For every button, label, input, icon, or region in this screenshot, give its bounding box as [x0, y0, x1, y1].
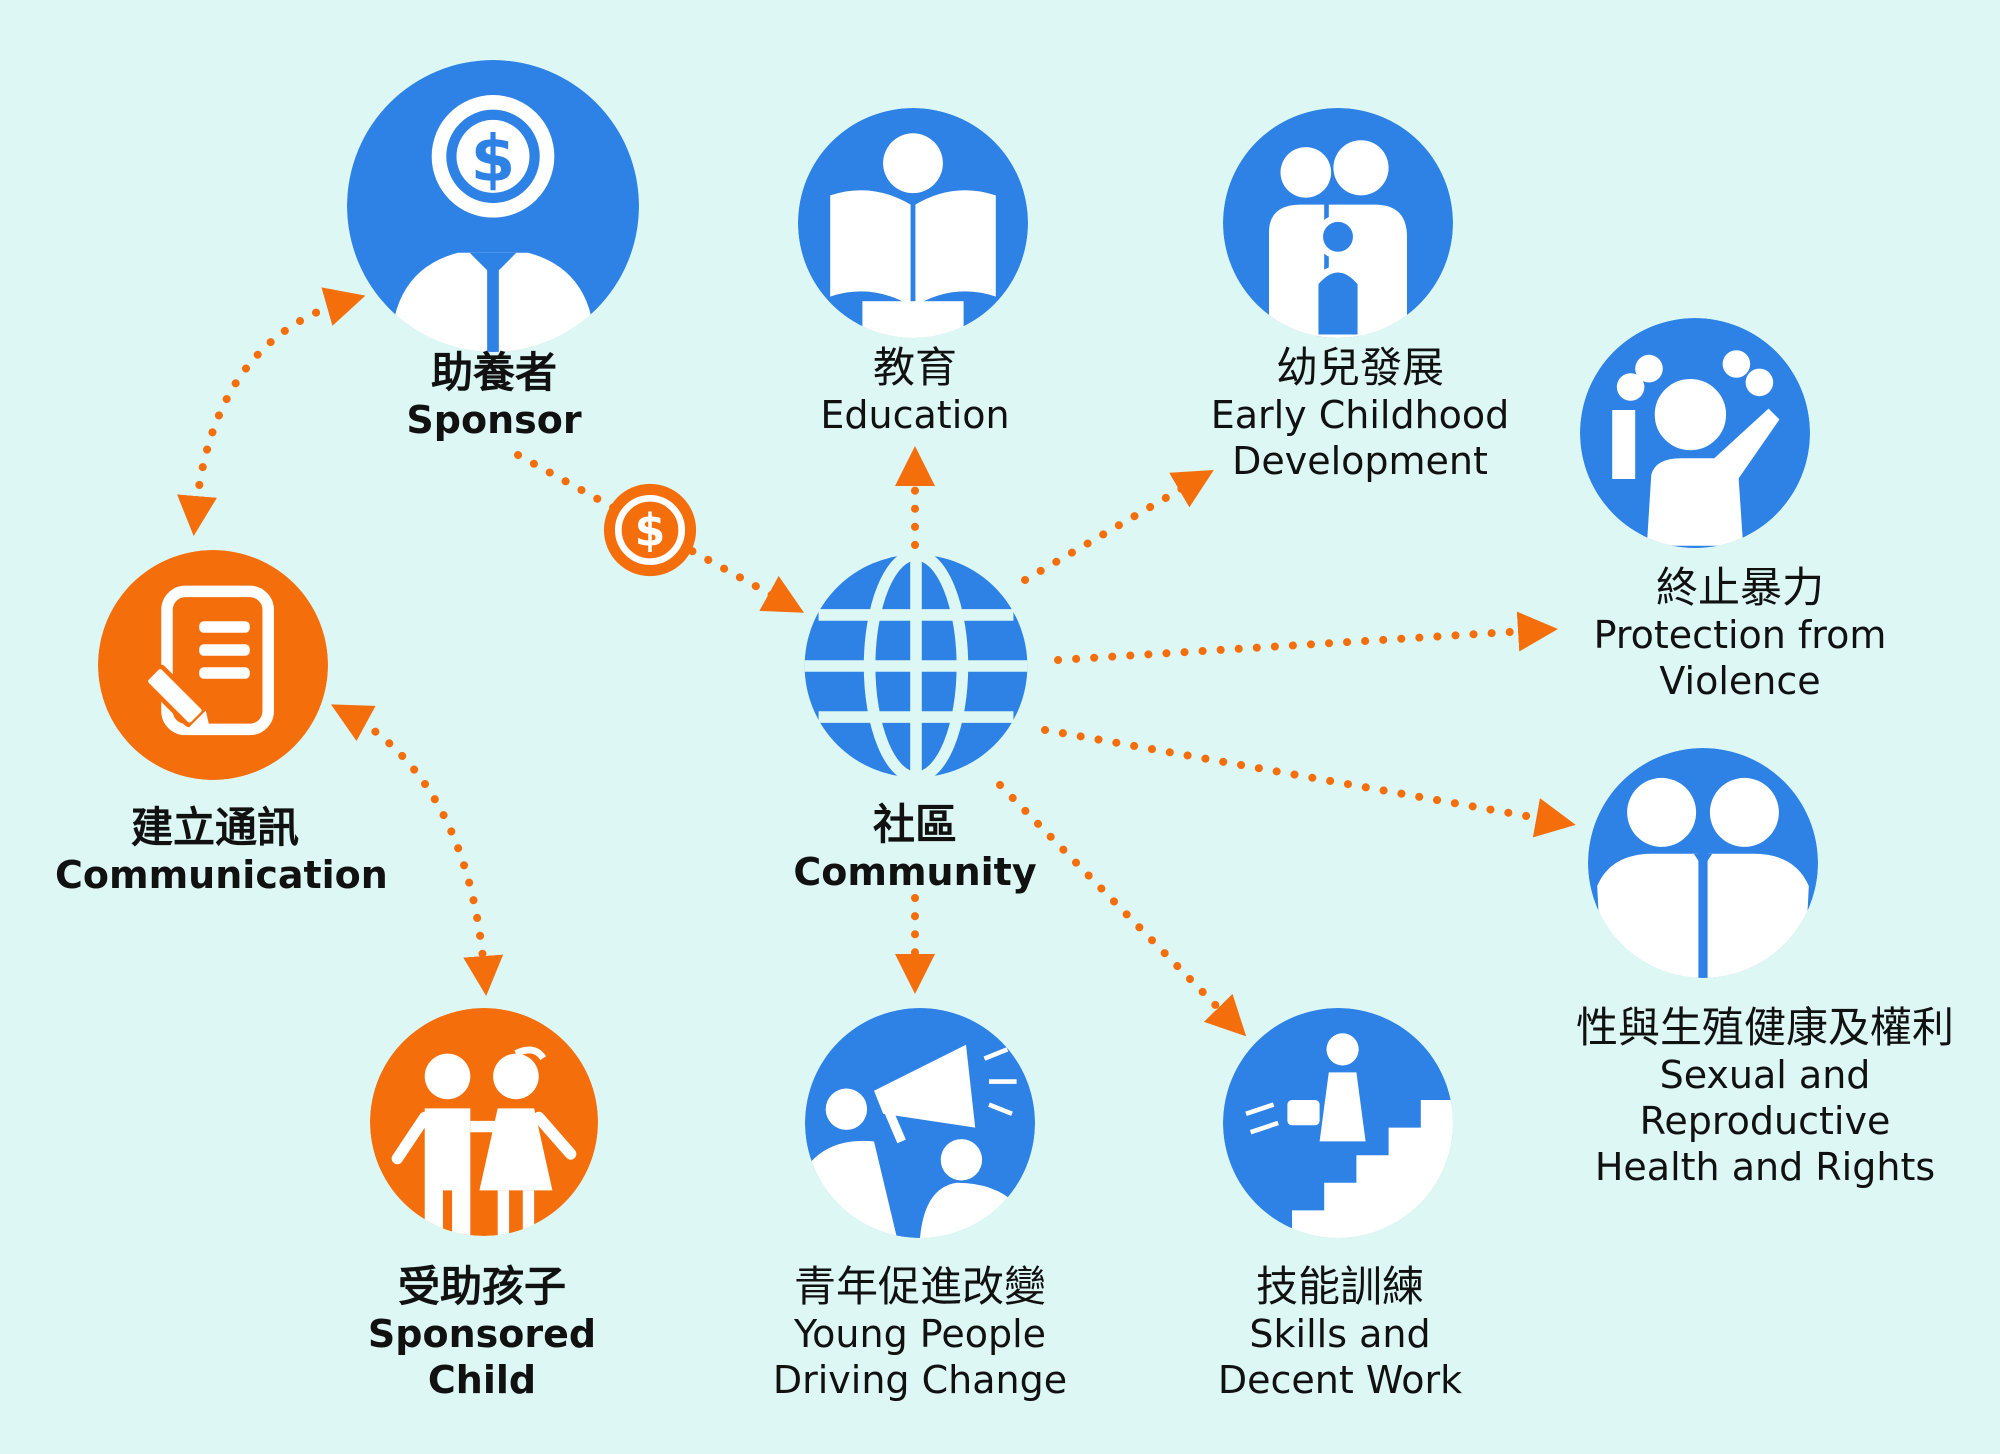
skills-label-en-1: Skills and [1249, 1312, 1431, 1357]
community-label-zh: 社區 [872, 800, 957, 849]
communication-label-zh: 建立通訊 [130, 803, 299, 852]
education-label-en: Education [820, 393, 1010, 438]
education-label-zh: 教育 [872, 343, 957, 392]
arrow-sponsor-community [514, 451, 805, 613]
violence-label-zh: 終止暴力 [1655, 563, 1824, 612]
srhr-label-zh: 性與生殖健康及權利 [1575, 1003, 1954, 1052]
srhr-label-en-1: Sexual and [1659, 1053, 1871, 1098]
srhr-label-en-2: Reproductive [1639, 1098, 1891, 1143]
ecd-label-zh: 幼兒發展 [1275, 343, 1444, 392]
sponsor-label-en: Sponsor [406, 398, 582, 443]
srhr-label-en-3: Health and Rights [1594, 1144, 1936, 1189]
sponsor-dollar-person-icon: $ [347, 60, 639, 352]
youth-label-en-2: Driving Change [772, 1357, 1068, 1402]
arrow-communication-child [330, 704, 504, 996]
two-people-icon [1588, 748, 1818, 978]
child-label-en-2: Child [427, 1357, 537, 1402]
megaphone-icon [805, 1008, 1035, 1238]
svg-text:$: $ [635, 505, 666, 556]
globe-icon [800, 550, 1032, 782]
child-label-en-1: Sponsored [367, 1312, 597, 1357]
two-children-icon [370, 1008, 598, 1236]
violence-label-en-2: Violence [1659, 658, 1821, 703]
dollar-coin-icon: $ [602, 482, 698, 578]
arrow-community-skills [996, 781, 1247, 1037]
ecd-label-en-1: Early Childhood [1210, 393, 1510, 438]
youth-label-en-1: Young People [793, 1312, 1047, 1357]
arrow-community-srhr [1041, 726, 1576, 838]
raised-hand-group-icon [1580, 318, 1810, 548]
letter-pencil-icon [98, 550, 328, 780]
arrow-community-ecd [1021, 469, 1214, 584]
reading-book-icon [798, 108, 1028, 338]
sponsor-label-zh: 助養者 [430, 348, 557, 397]
skills-label-en-2: Decent Work [1217, 1357, 1463, 1402]
svg-text:$: $ [471, 122, 516, 197]
community-label-en: Community [793, 850, 1037, 895]
family-icon [1223, 108, 1453, 338]
arrow-sponsor-communication [177, 287, 366, 536]
skills-label-zh: 技能訓練 [1255, 1262, 1424, 1311]
ecd-label-en-2: Development [1232, 438, 1488, 483]
arrow-community-violence [1054, 611, 1558, 664]
violence-label-en-1: Protection from [1593, 613, 1887, 658]
communication-label-en: Communication [55, 853, 388, 898]
youth-label-zh: 青年促進改變 [793, 1262, 1046, 1311]
stairs-briefcase-icon [1223, 1008, 1453, 1238]
child-label-zh: 受助孩子 [397, 1262, 566, 1311]
